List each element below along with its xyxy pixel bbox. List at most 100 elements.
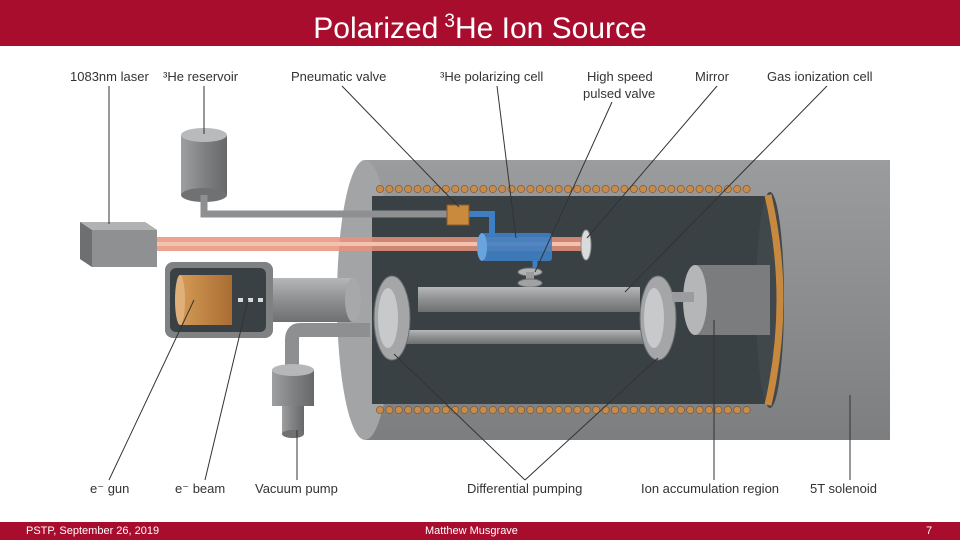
label-e-gun: e⁻ gun	[90, 481, 129, 497]
coil-winding	[527, 185, 534, 192]
coil-winding	[734, 185, 741, 192]
label-laser: 1083nm laser	[70, 69, 149, 85]
pneumatic-valve	[447, 205, 469, 225]
coil-winding	[743, 185, 750, 192]
coil-winding	[555, 406, 562, 413]
coil-winding	[414, 185, 421, 192]
coil-winding	[414, 406, 421, 413]
coil-winding	[423, 185, 430, 192]
label-solenoid: 5T solenoid	[810, 481, 877, 497]
coil-winding	[640, 185, 647, 192]
coil-winding	[658, 185, 665, 192]
coil-winding	[442, 185, 449, 192]
coil-winding	[442, 406, 449, 413]
coil-winding	[574, 406, 581, 413]
coil-winding	[611, 406, 618, 413]
label-differential-pumping: Differential pumping	[467, 481, 582, 497]
footer-left: PSTP, September 26, 2019	[26, 522, 159, 540]
label-high-speed-valve-line2: pulsed valve	[583, 86, 655, 102]
coil-winding	[376, 406, 383, 413]
coil-winding	[696, 406, 703, 413]
coil-winding	[433, 406, 440, 413]
coil-winding	[536, 406, 543, 413]
e-gun	[180, 275, 232, 325]
coil-winding	[658, 406, 665, 413]
coil-winding	[715, 185, 722, 192]
differential-tube-lower	[380, 330, 670, 344]
coil-winding	[461, 185, 468, 192]
label-e-beam: e⁻ beam	[175, 481, 225, 497]
coil-winding	[583, 406, 590, 413]
coil-winding	[677, 185, 684, 192]
label-pneumatic-valve: Pneumatic valve	[291, 69, 386, 85]
coil-winding	[386, 185, 393, 192]
coil-winding	[574, 185, 581, 192]
coil-winding	[630, 406, 637, 413]
coil-winding	[743, 406, 750, 413]
coil-winding	[715, 406, 722, 413]
coil-winding	[546, 406, 553, 413]
coil-winding	[405, 406, 412, 413]
coil-winding	[564, 185, 571, 192]
coil-winding	[640, 406, 647, 413]
coil-winding	[386, 406, 393, 413]
coil-winding	[602, 185, 609, 192]
label-vacuum-pump: Vacuum pump	[255, 481, 338, 497]
coil-winding	[470, 406, 477, 413]
coil-winding	[705, 185, 712, 192]
coil-winding	[376, 185, 383, 192]
coil-winding	[499, 185, 506, 192]
coil-winding	[705, 406, 712, 413]
coil-winding	[536, 185, 543, 192]
label-mirror: Mirror	[695, 69, 729, 85]
coil-winding	[734, 406, 741, 413]
coil-winding	[489, 185, 496, 192]
coil-winding	[480, 185, 487, 192]
coil-winding	[395, 185, 402, 192]
coil-winding	[649, 406, 656, 413]
gun-connector	[273, 278, 353, 322]
coil-winding	[423, 406, 430, 413]
label-polarizing-cell: ³He polarizing cell	[440, 69, 543, 85]
label-reservoir: ³He reservoir	[163, 69, 238, 85]
coil-winding	[517, 406, 524, 413]
coil-winding	[489, 406, 496, 413]
coil-winding	[517, 185, 524, 192]
coil-winding	[593, 185, 600, 192]
coil-winding	[452, 185, 459, 192]
coil-winding	[668, 185, 675, 192]
coil-winding	[696, 185, 703, 192]
coil-winding	[668, 406, 675, 413]
coil-winding	[687, 406, 694, 413]
page-number: 7	[926, 522, 932, 540]
label-gas-ionization-cell: Gas ionization cell	[767, 69, 873, 85]
coil-winding	[546, 185, 553, 192]
coil-winding	[499, 406, 506, 413]
coil-winding	[405, 185, 412, 192]
coil-winding	[508, 406, 515, 413]
e-beam-segment	[238, 298, 243, 302]
label-high-speed-valve-line1: High speed	[587, 69, 653, 85]
differential-tube-upper	[418, 287, 640, 312]
label-ion-accumulation: Ion accumulation region	[641, 481, 779, 497]
footer-center: Matthew Musgrave	[425, 522, 518, 540]
coil-winding	[555, 185, 562, 192]
e-beam-segment	[248, 298, 253, 302]
coil-winding	[724, 406, 731, 413]
coil-winding	[649, 185, 656, 192]
coil-winding	[461, 406, 468, 413]
coil-winding	[602, 406, 609, 413]
coil-winding	[621, 406, 628, 413]
coil-winding	[527, 406, 534, 413]
e-beam-dots	[238, 298, 263, 302]
e-beam-segment	[258, 298, 263, 302]
coil-winding	[395, 406, 402, 413]
coil-winding	[470, 185, 477, 192]
coil-winding	[611, 185, 618, 192]
coil-winding	[687, 185, 694, 192]
coil-winding	[677, 406, 684, 413]
coil-winding	[480, 406, 487, 413]
he-reservoir	[181, 135, 227, 195]
coil-winding	[583, 185, 590, 192]
coil-winding	[564, 406, 571, 413]
